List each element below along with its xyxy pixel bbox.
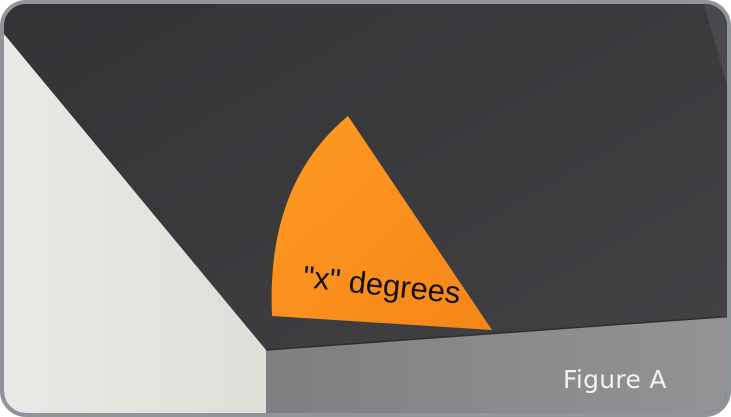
angle-sector	[271, 116, 492, 330]
ceiling-highlight	[704, 4, 727, 86]
figure-caption: Figure A	[563, 365, 667, 394]
ceiling-edge-line	[265, 315, 727, 351]
scene-diagram: "x" degrees	[4, 4, 727, 413]
floor-strip	[266, 316, 727, 413]
wall-surface	[4, 34, 266, 413]
